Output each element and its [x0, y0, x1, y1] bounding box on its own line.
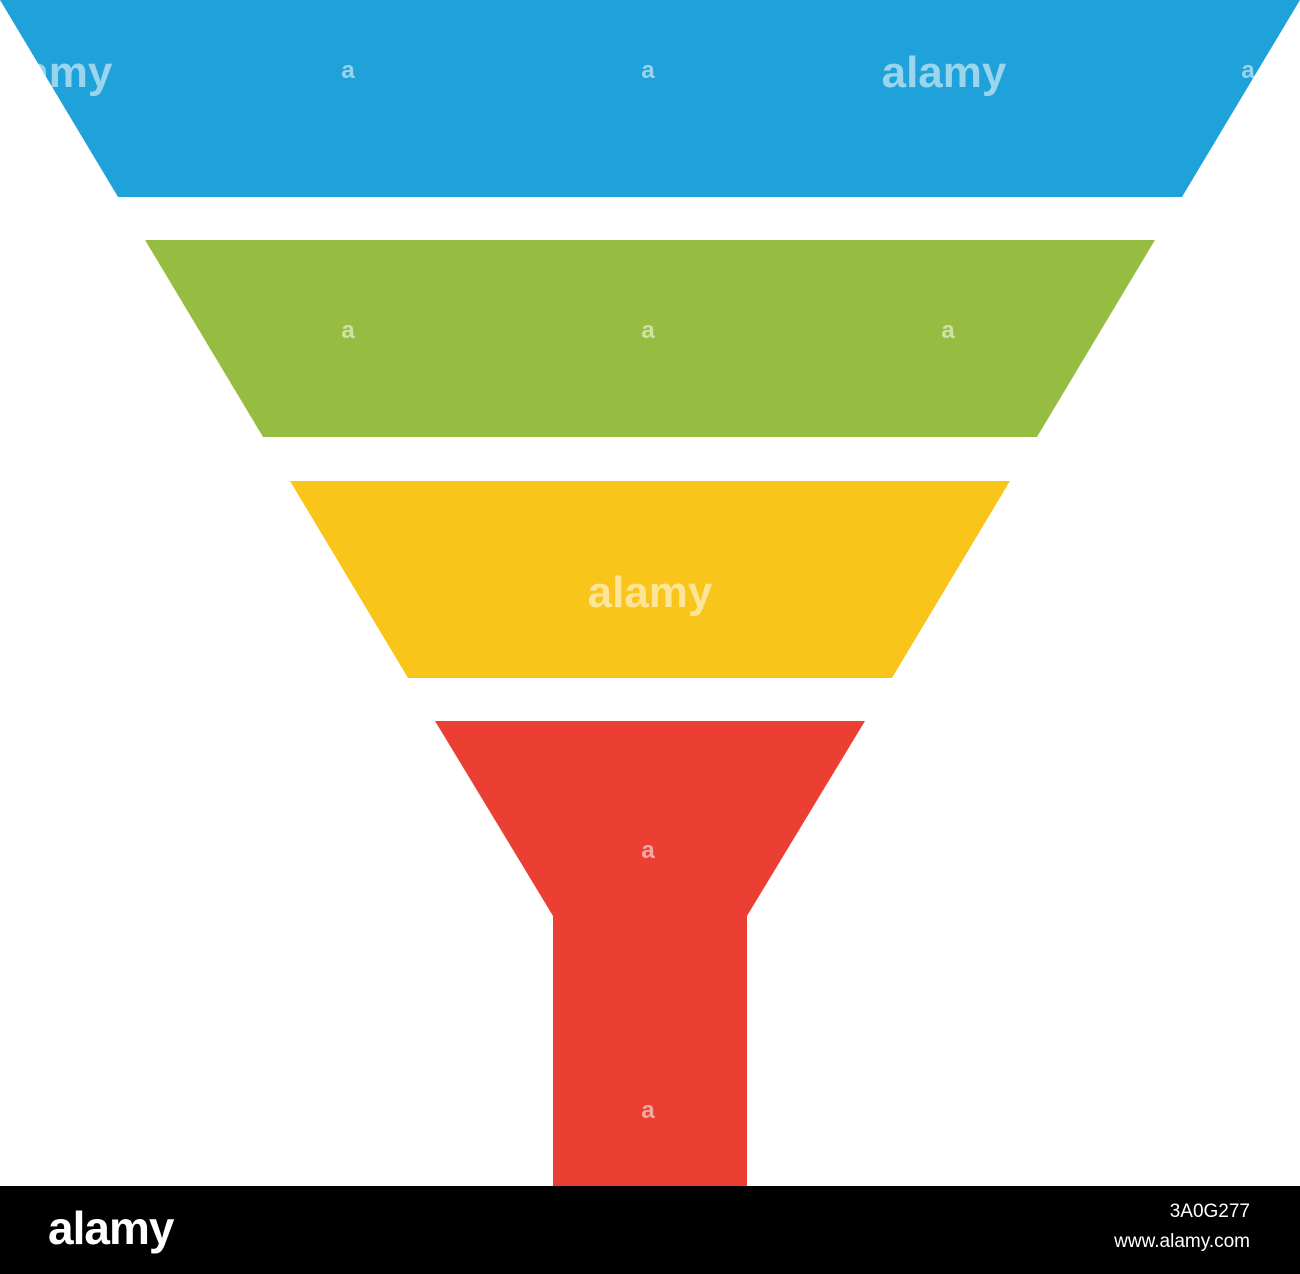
funnel-diagram: alamy alamy alamy a a a a a a a a — [0, 0, 1300, 1186]
watermark-word: alamy — [882, 48, 1007, 97]
watermark-letter: a — [341, 57, 355, 84]
watermark-letter: a — [641, 837, 655, 864]
funnel-stage-4-spout — [435, 721, 865, 1186]
watermark-letter: a — [641, 1097, 655, 1124]
watermark-word: alamy — [0, 48, 113, 97]
watermark-letter: a — [941, 317, 955, 344]
watermark-word: alamy — [588, 568, 713, 617]
watermark-letter: a — [341, 317, 355, 344]
watermark-letter: a — [641, 317, 655, 344]
funnel-stage-2 — [145, 240, 1155, 437]
watermark-letter: a — [641, 57, 655, 84]
alamy-logo: alamy — [48, 1202, 174, 1254]
image-id-label: 3A0G277 — [1169, 1201, 1250, 1222]
watermark-footer-bar: alamy 3A0G277 www.alamy.com — [0, 1186, 1300, 1274]
funnel-stage-3 — [290, 481, 1010, 678]
funnel-stage-1 — [0, 0, 1300, 197]
watermark-letter: a — [1241, 57, 1255, 84]
site-url-label: www.alamy.com — [1114, 1231, 1250, 1252]
